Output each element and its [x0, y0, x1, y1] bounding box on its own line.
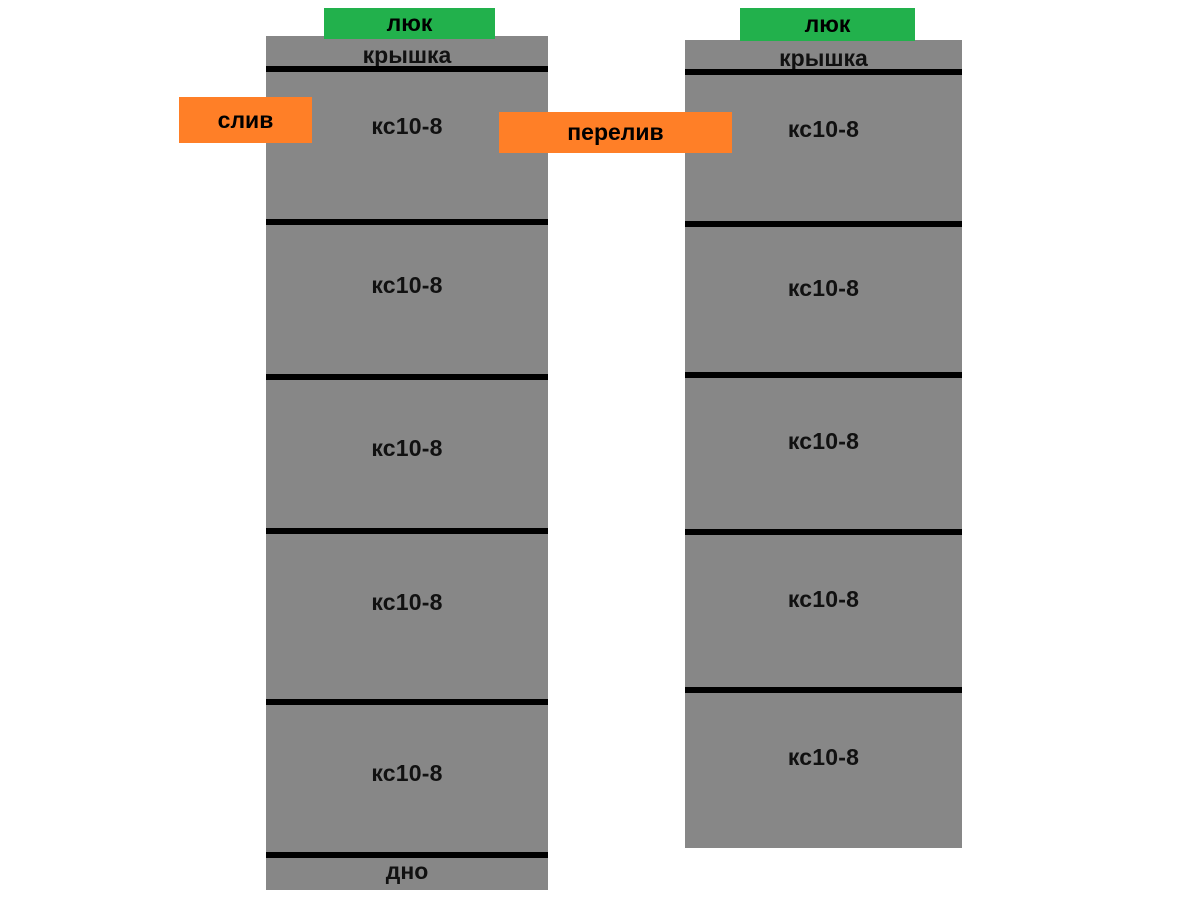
right-chamber-cap-label: крышка [779, 45, 868, 71]
drain-pipe-chip: слив [179, 97, 312, 143]
left-chamber-ring-line-3 [266, 528, 548, 534]
right-chamber-ring-label-5: кс10-8 [787, 744, 860, 770]
left-chamber-ring-label-1: кс10-8 [371, 113, 443, 139]
right-chamber-ring-label-3: кс10-8 [787, 428, 860, 454]
left-chamber-hatch-chip: люк [324, 8, 495, 39]
right-chamber-ring-label-2: кс10-8 [787, 275, 860, 301]
left-chamber-cap-label: крышка [362, 42, 452, 68]
overflow-pipe-chip: перелив [499, 112, 732, 153]
left-chamber-ring-label-2: кс10-8 [371, 272, 443, 298]
right-chamber-ring-line-4 [685, 687, 962, 693]
left-chamber-ring-line-1 [266, 219, 548, 225]
right-chamber-ring-line-1 [685, 221, 962, 227]
right-chamber-ring-line-2 [685, 372, 962, 378]
left-chamber-ring-label-3: кс10-8 [371, 435, 443, 461]
right-chamber-hatch-chip: люк [740, 8, 915, 41]
left-chamber-ring-label-4: кс10-8 [371, 589, 443, 615]
left-chamber-bottom-label: дно [385, 858, 429, 884]
right-chamber-ring-line-3 [685, 529, 962, 535]
right-chamber-ring-label-1: кс10-8 [787, 116, 860, 142]
left-chamber-ring-line-cap [266, 66, 548, 72]
left-chamber-ring-line-bottom [266, 852, 548, 858]
left-chamber-shaft [266, 36, 548, 890]
left-chamber-ring-line-4 [266, 699, 548, 705]
right-chamber-ring-line-cap [685, 69, 962, 75]
left-chamber-ring-line-2 [266, 374, 548, 380]
left-chamber-ring-label-5: кс10-8 [371, 760, 443, 786]
right-chamber-ring-label-4: кс10-8 [787, 586, 860, 612]
right-chamber-shaft [685, 40, 962, 848]
